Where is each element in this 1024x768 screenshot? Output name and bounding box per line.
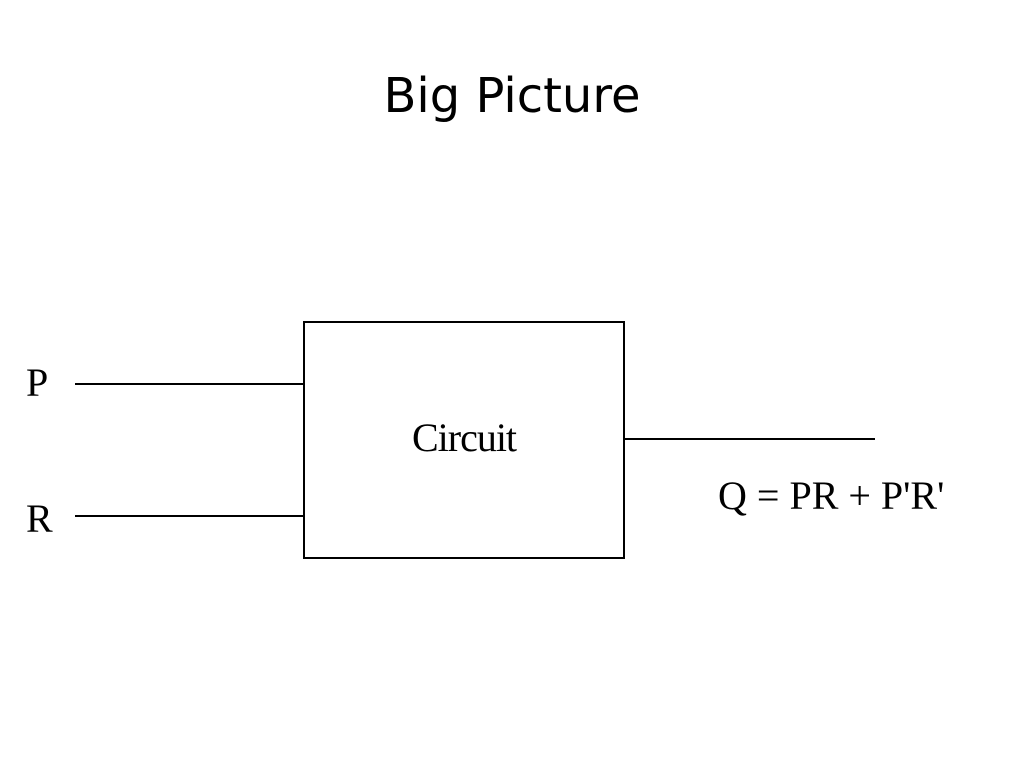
input-label-r: R bbox=[26, 496, 53, 541]
slide-title: Big Picture bbox=[383, 68, 641, 124]
circuit-block: Circuit bbox=[303, 321, 625, 559]
output-expression: Q = PR + P'R' bbox=[718, 473, 945, 518]
input-wire-r bbox=[75, 515, 304, 517]
input-wire-p bbox=[75, 383, 304, 385]
circuit-label: Circuit bbox=[411, 415, 517, 460]
input-label-p: P bbox=[26, 360, 49, 405]
output-wire bbox=[623, 438, 875, 440]
